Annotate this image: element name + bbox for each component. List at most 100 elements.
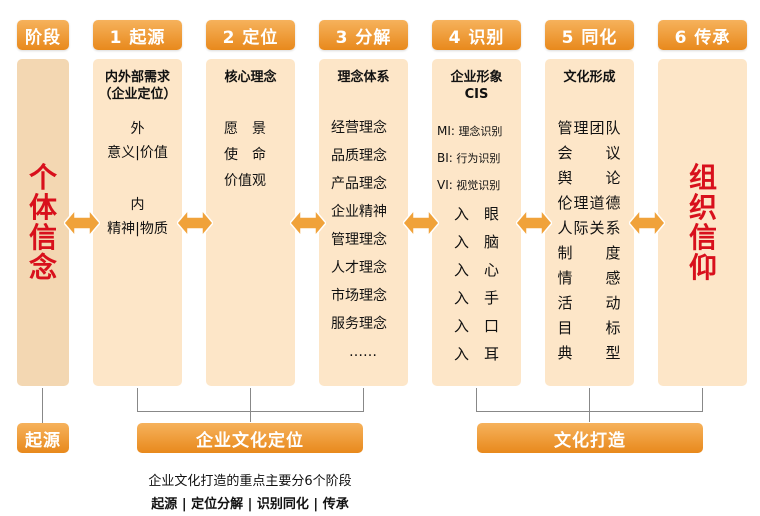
- assimilate-char: 伦: [557, 194, 573, 212]
- position-item: 愿 景: [224, 121, 266, 137]
- identify-rows: 入眼 入脑 入心 入手 入口 入耳: [454, 200, 499, 368]
- inherit-char: 信: [688, 221, 717, 254]
- assimilate-row: 人际关系: [557, 216, 621, 241]
- assimilate-row: 活动: [557, 291, 621, 316]
- assimilate-row: 舆论: [557, 166, 621, 191]
- stage-column: 个 体 信 念: [17, 59, 69, 386]
- origin-title-line: 内外部需求: [104, 70, 170, 85]
- assimilate-char: 会: [557, 144, 573, 162]
- assimilate-row: 典型: [557, 341, 621, 366]
- assimilate-char: 度: [605, 244, 621, 262]
- decompose-item: 管理理念: [331, 232, 387, 248]
- assimilate-char: 情: [557, 269, 573, 287]
- caption-line2: 起源 | 定位分解 | 识别同化 | 传承: [151, 497, 349, 512]
- identify-row: 入口: [454, 312, 499, 340]
- assimilate-char: 制: [557, 244, 573, 262]
- identify-system: BI: 行为识别: [437, 145, 502, 172]
- double-arrow-icon: [629, 207, 665, 239]
- bracket-left-stem-origin: [137, 388, 138, 412]
- identify-row-right: 口: [484, 317, 500, 335]
- inherit-char: 织: [688, 191, 717, 224]
- system-name: 行为识别: [456, 152, 501, 165]
- assimilate-rows: 管理团队会议舆论伦理道德人际关系制度情感活动目标典型: [557, 116, 621, 366]
- assimilate-char: 系: [605, 219, 621, 237]
- assimilate-char: 际: [573, 219, 589, 237]
- origin-title: 内外部需求 （企业定位）: [93, 69, 182, 103]
- assimilate-char: 德: [605, 194, 621, 212]
- identify-row-left: 入: [454, 205, 470, 223]
- decompose-item: 企业精神: [331, 204, 387, 220]
- culture-positioning-tab: 企业文化定位: [137, 423, 363, 453]
- assimilate-char: 关: [589, 219, 605, 237]
- assimilate-char: 目: [557, 319, 573, 337]
- inherit-char: 组: [688, 161, 717, 194]
- identify-row-left: 入: [454, 289, 470, 307]
- position-title: 核心理念: [224, 70, 277, 85]
- double-arrow-icon: [290, 207, 326, 239]
- decompose-list: 经营理念 品质理念 产品理念 企业精神 管理理念 人才理念 市场理念 服务理念 …: [331, 114, 387, 366]
- header-identify: 4 识别: [432, 20, 521, 50]
- identify-row: 入脑: [454, 228, 499, 256]
- double-arrow-icon: [64, 207, 100, 239]
- system-code: VI:: [437, 178, 453, 192]
- identify-row: 入眼: [454, 200, 499, 228]
- header-position: 2 定位: [206, 20, 295, 50]
- identify-row-left: 入: [454, 233, 470, 251]
- identify-row-left: 入: [454, 261, 470, 279]
- assimilate-column: 文化形成 管理团队会议舆论伦理道德人际关系制度情感活动目标典型: [545, 59, 634, 386]
- origin-inner-value: 精神|物质: [107, 221, 168, 237]
- decompose-item: 品质理念: [331, 148, 387, 164]
- stage-char: 体: [28, 191, 57, 224]
- origin-title-line: （企业定位）: [98, 87, 177, 102]
- header-inherit: 6 传承: [658, 20, 747, 50]
- assimilate-char: 舆: [557, 169, 573, 187]
- identify-column: 企业形象 CIS MI: 理念识别 BI: 行为识别 VI: 视觉识别 入眼 入…: [432, 59, 521, 386]
- culture-building-tab: 文化打造: [477, 423, 703, 453]
- double-arrow-icon: [516, 207, 552, 239]
- position-item: 价值观: [224, 173, 266, 189]
- identify-row-right: 耳: [484, 345, 500, 363]
- assimilate-char: 论: [605, 169, 621, 187]
- identify-title: 企业形象 CIS: [432, 69, 521, 103]
- identify-row-right: 手: [484, 289, 500, 307]
- system-name: 理念识别: [458, 125, 503, 138]
- header-stage: 阶段: [17, 20, 69, 50]
- origin-connector: [42, 388, 43, 424]
- assimilate-row: 伦理道德: [557, 191, 621, 216]
- assimilate-row: 管理团队: [557, 116, 621, 141]
- bracket-left-drop: [250, 388, 251, 422]
- decompose-title: 理念体系: [337, 70, 390, 85]
- identify-title-line: CIS: [464, 87, 489, 102]
- origin-outer-value: 意义|价值: [107, 145, 168, 161]
- origin-outer: 外: [130, 121, 145, 137]
- position-column: 核心理念 愿 景 使 命 价值观: [206, 59, 295, 386]
- stage-char: 念: [28, 251, 57, 284]
- identify-row-right: 眼: [484, 205, 500, 223]
- assimilate-row: 情感: [557, 266, 621, 291]
- header-assimilate: 5 同化: [545, 20, 634, 50]
- origin-column: 内外部需求 （企业定位） 外 意义|价值 内 精神|物质: [93, 59, 182, 386]
- assimilate-char: 理: [573, 119, 589, 137]
- double-arrow-icon: [177, 207, 213, 239]
- decompose-column: 理念体系 经营理念 品质理念 产品理念 企业精神 管理理念 人才理念 市场理念 …: [319, 59, 408, 386]
- origin-tab: 起源: [17, 423, 69, 453]
- assimilate-char: 理: [573, 194, 589, 212]
- stage-char: 个: [28, 161, 57, 194]
- identify-system: VI: 视觉识别: [437, 172, 502, 199]
- identify-row-left: 入: [454, 317, 470, 335]
- assimilate-title: 文化形成: [563, 70, 616, 85]
- assimilate-row: 会议: [557, 141, 621, 166]
- assimilate-char: 活: [557, 294, 573, 312]
- identify-row-left: 入: [454, 345, 470, 363]
- position-list: 愿 景 使 命 价值观: [224, 116, 266, 194]
- identify-row: 入耳: [454, 340, 499, 368]
- assimilate-char: 动: [605, 294, 621, 312]
- inherit-column-text: 组 织 信 仰: [688, 163, 718, 283]
- position-item: 使 命: [224, 147, 266, 163]
- assimilate-row: 制度: [557, 241, 621, 266]
- double-arrow-icon: [403, 207, 439, 239]
- decompose-item: 服务理念: [331, 316, 387, 332]
- decompose-item: 人才理念: [331, 260, 387, 276]
- header-origin: 1 起源: [93, 20, 182, 50]
- system-name: 视觉识别: [456, 179, 501, 192]
